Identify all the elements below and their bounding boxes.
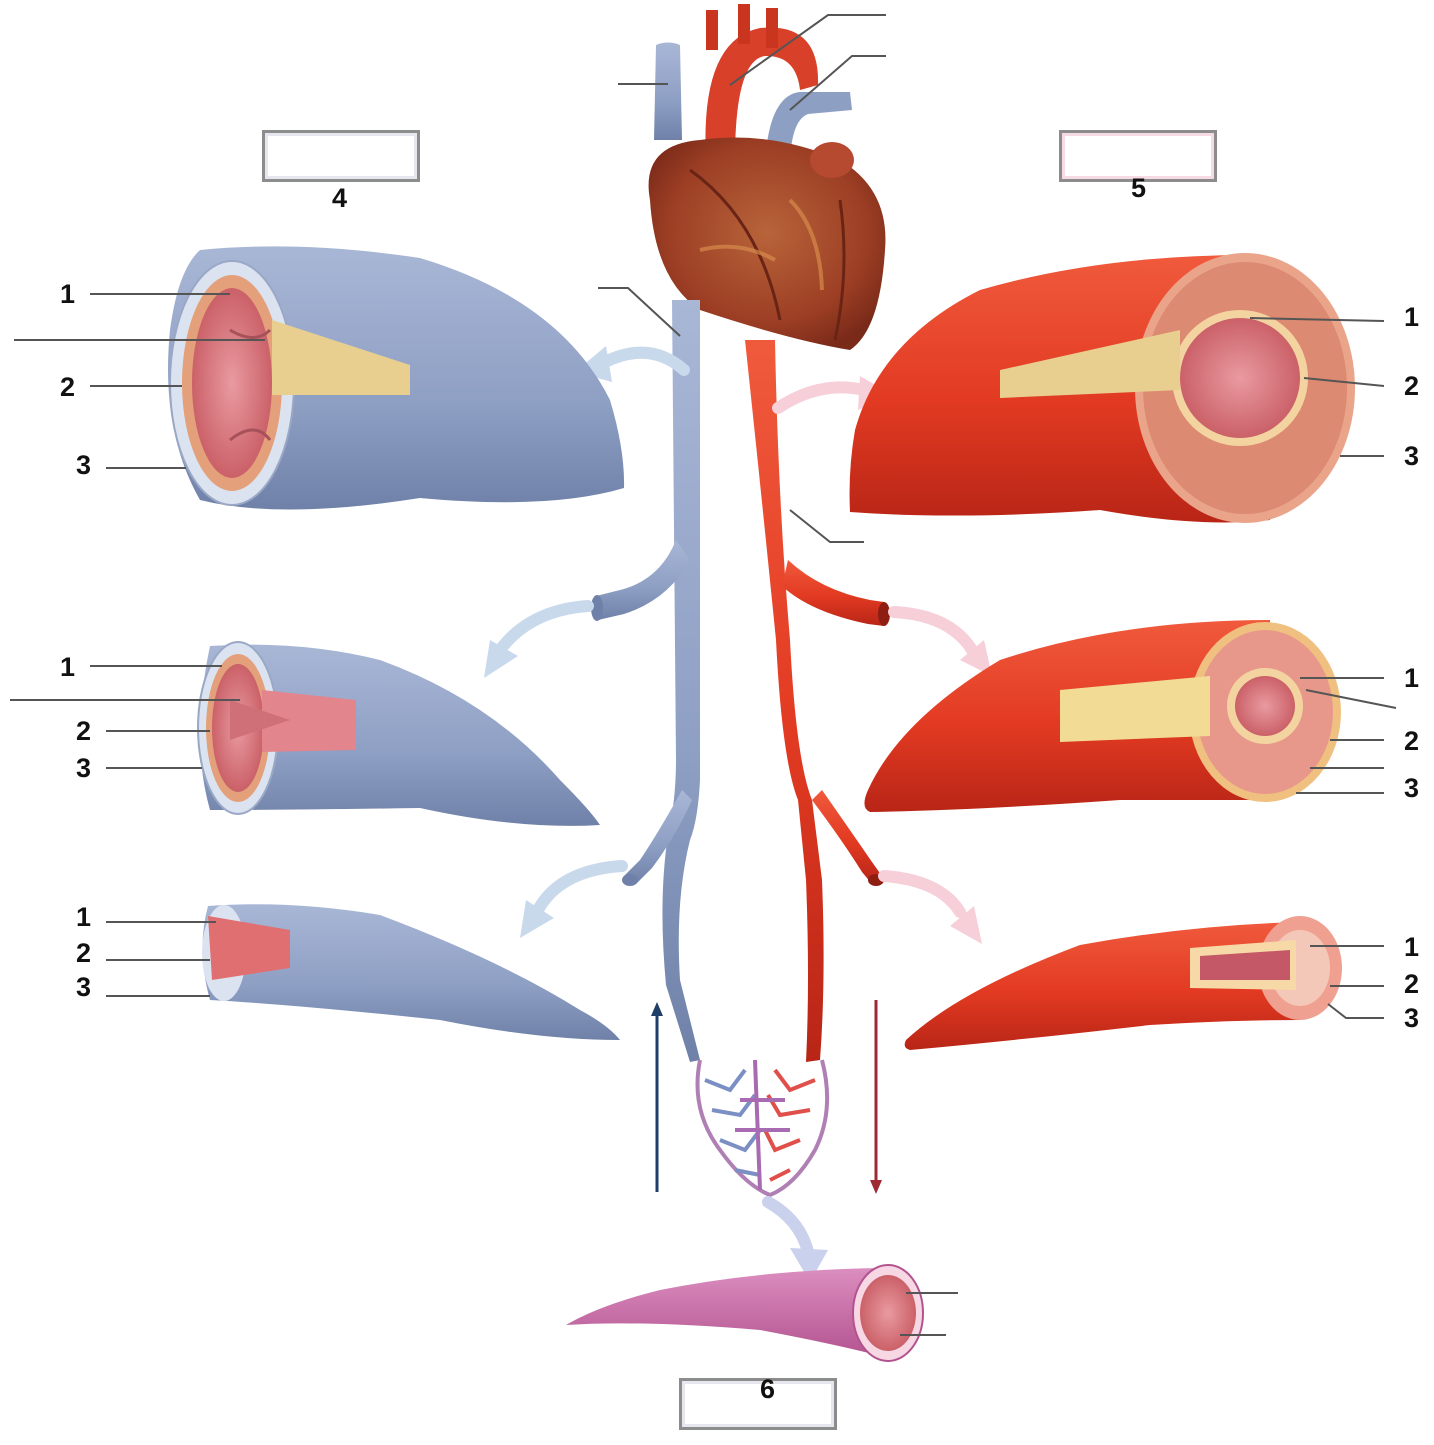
answer-box-left[interactable] xyxy=(262,130,420,182)
right-vessel-1-label-1: 1 xyxy=(1404,304,1419,331)
left-vessel-1-label-3: 3 xyxy=(76,452,91,479)
capillary-section xyxy=(566,1265,923,1361)
right-vessel-1-label-3: 3 xyxy=(1404,443,1419,470)
heart xyxy=(649,4,886,350)
small-vein-section xyxy=(202,904,620,1040)
left-vessel-2-label-1: 1 xyxy=(60,654,75,681)
large-artery-section xyxy=(850,253,1355,523)
left-vessel-1-label-2: 2 xyxy=(60,374,75,401)
box-number-right: 5 xyxy=(1131,175,1146,202)
superior-vena-cava xyxy=(654,43,682,141)
left-vessel-1-label-1: 1 xyxy=(60,281,75,308)
right-vessel-3-label-2: 2 xyxy=(1404,971,1419,998)
left-vessel-3-label-1: 1 xyxy=(76,904,91,931)
left-vessel-3-label-3: 3 xyxy=(76,974,91,1001)
right-vessel-2-label-3: 3 xyxy=(1404,775,1419,802)
flow-arrow-up xyxy=(651,1002,663,1192)
flow-arrow-down xyxy=(870,1000,882,1194)
medium-artery-section xyxy=(864,620,1341,812)
large-vein-section xyxy=(168,246,624,509)
answer-box-bottom[interactable] xyxy=(679,1378,837,1430)
right-vessel-2-label-2: 2 xyxy=(1404,728,1419,755)
right-vessel-2-label-1: 1 xyxy=(1404,665,1419,692)
left-vessel-2-label-3: 3 xyxy=(76,755,91,782)
box-number-bottom: 6 xyxy=(760,1376,775,1403)
medium-vein-section xyxy=(198,642,600,826)
box-number-left: 4 xyxy=(332,185,347,212)
right-vessel-3-label-3: 3 xyxy=(1404,1005,1419,1032)
right-vessel-3-label-1: 1 xyxy=(1404,934,1419,961)
left-vessel-2-label-2: 2 xyxy=(76,718,91,745)
left-vessel-3-label-2: 2 xyxy=(76,940,91,967)
right-vessel-1-label-2: 2 xyxy=(1404,373,1419,400)
capillary-bed xyxy=(698,1060,828,1195)
